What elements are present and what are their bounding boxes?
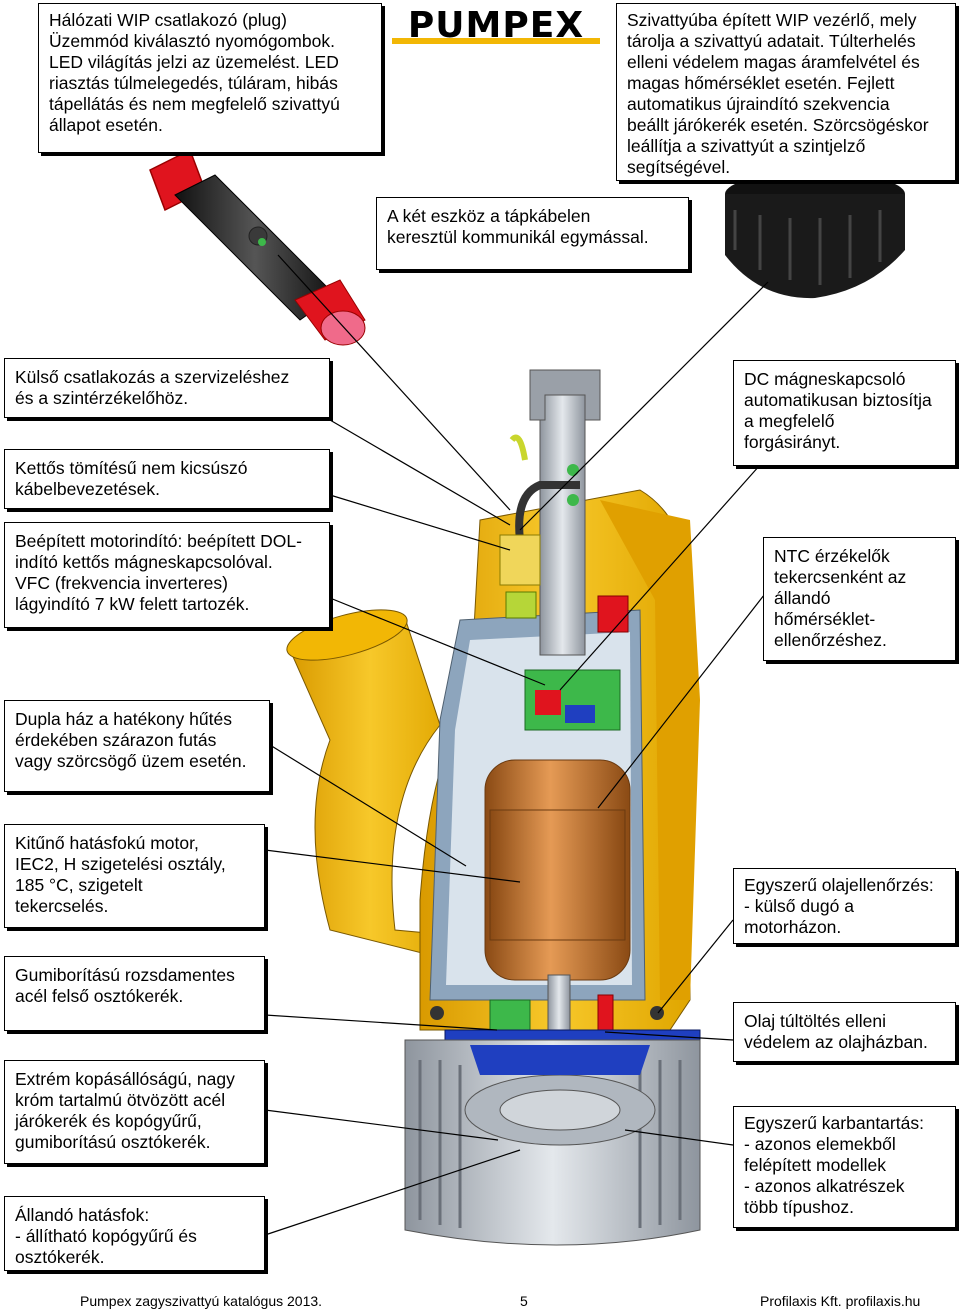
pumpex-logo: PUMPEX	[392, 6, 600, 44]
callout-ntc-sensors: NTC érzékelők tekercsenként az állandó h…	[763, 537, 956, 661]
callout-leader-lines	[264, 254, 769, 1236]
callout-constant-efficiency: Állandó hatásfok: - állítható kopógyűrű …	[4, 1196, 265, 1271]
callout-wip-plug: Hálózati WIP csatlakozó (plug) Üzemmód k…	[38, 3, 382, 153]
callout-oil-check: Egyszerű olajellenőrzés: - külső dugó a …	[733, 868, 956, 944]
callout-dc-contactor: DC mágneskapcsoló automatikusan biztosít…	[733, 360, 956, 466]
callout-impeller: Extrém kopásállóságú, nagy króm tartalmú…	[4, 1060, 265, 1164]
callout-motor: Kitűnő hatásfokú motor, IEC2, H szigetel…	[4, 824, 265, 928]
callout-maintenance: Egyszerű karbantartás: - azonos elemekbő…	[733, 1106, 956, 1228]
callout-wip-controller: Szivattyúba épített WIP vezérlő, mely tá…	[616, 3, 956, 181]
footer-page-number: 5	[520, 1293, 528, 1309]
callout-oil-overflow: Olaj túltöltés elleni védelem az olajház…	[733, 1002, 956, 1062]
svg-text:PUMPEX: PUMPEX	[408, 6, 584, 44]
pump-body	[286, 369, 701, 1246]
wip-plug-device	[149, 148, 366, 346]
footer-catalog-title: Pumpex zagyszivattyú katalógus 2013.	[80, 1293, 323, 1309]
callout-communication: A két eszköz a tápkábelen keresztül komm…	[376, 197, 689, 270]
callout-upper-diffuser: Gumiborítású rozsdamentes acél felső osz…	[4, 956, 265, 1031]
callout-external-connection: Külső csatlakozás a szervizeléshez és a …	[4, 358, 330, 418]
callout-double-housing: Dupla ház a hatékony hűtés érdekében szá…	[4, 700, 270, 792]
footer-company: Profilaxis Kft. profilaxis.hu	[760, 1293, 921, 1309]
callout-motor-starter: Beépített motorindító: beépített DOL- in…	[4, 522, 330, 628]
callout-cable-entry: Kettős tömítésű nem kicsúszó kábelbeveze…	[4, 449, 330, 509]
wip-controller-module	[725, 172, 905, 299]
